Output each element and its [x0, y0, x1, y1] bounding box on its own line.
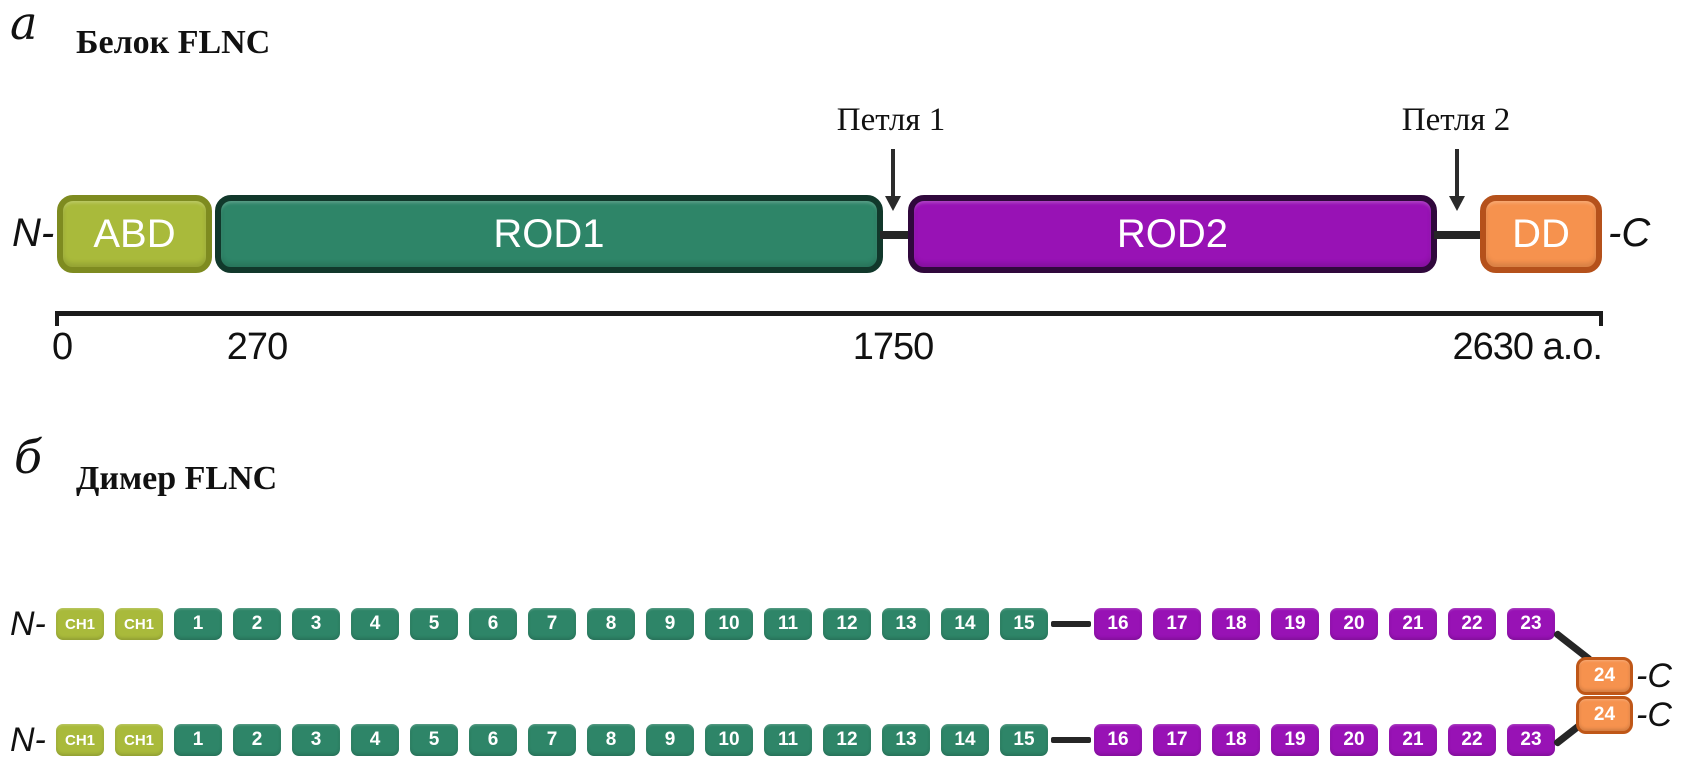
rod1-repeat-box: 2 [230, 605, 284, 643]
dimer-top-c-terminus-label: -C [1636, 657, 1672, 695]
rod1-repeat-box: 15 [997, 721, 1051, 759]
ch1-domain-box: CH1 [112, 605, 166, 643]
rod1-repeat-box: 6 [466, 721, 520, 759]
scale-tick-2630: 2630 а.о. [1452, 326, 1603, 368]
scale-tick-1750: 1750 [852, 326, 935, 368]
hinge1-connector [1051, 621, 1091, 627]
rod1-repeat-box: 12 [820, 605, 874, 643]
rod1-repeat-box: 5 [407, 605, 461, 643]
loop2-label: Петля 2 [1401, 102, 1511, 138]
loop1-arrowhead-icon [885, 196, 901, 211]
scale-bar-right-tick [1599, 311, 1603, 326]
dd-domain-box: DD [1480, 195, 1602, 273]
loop1-label: Петля 1 [836, 102, 946, 138]
rod1-repeat-box: 4 [348, 721, 402, 759]
rod1-repeat-box: 1 [171, 605, 225, 643]
rod1-repeat-box: 12 [820, 721, 874, 759]
rod1-domain-box: ROD1 [215, 195, 883, 273]
rod1-repeat-box: 10 [702, 721, 756, 759]
hinge1-connector [1051, 737, 1091, 743]
rod2-repeat-box: 21 [1386, 721, 1440, 759]
rod2-repeat-box: 20 [1327, 721, 1381, 759]
rod1-repeat-box: 8 [584, 605, 638, 643]
rod1-repeat-box: 9 [643, 721, 697, 759]
abd-domain-label: ABD [93, 211, 176, 256]
abd-domain-box: ABD [57, 195, 212, 273]
rod1-repeat-box: 11 [761, 605, 815, 643]
ch1-domain-box: CH1 [53, 721, 107, 759]
rod1-repeat-box: 3 [289, 605, 343, 643]
rod1-repeat-box: 10 [702, 605, 756, 643]
dimerization-domain-label: 24 [1593, 665, 1616, 686]
panel-a-n-terminus-label: N- [12, 211, 55, 255]
rod2-repeat-box: 19 [1268, 721, 1322, 759]
loop1-arrow [891, 149, 895, 196]
scale-bar [55, 311, 1603, 316]
dimerization-domain-box-top: 24 [1576, 657, 1633, 695]
loop2-arrow [1455, 149, 1459, 196]
panel-a-title: Белок FLNC [76, 24, 271, 61]
scale-bar-left-tick [55, 311, 59, 326]
scale-tick-270: 270 [226, 326, 288, 368]
rod2-repeat-box: 23 [1504, 605, 1558, 643]
rod1-repeat-box: 14 [938, 721, 992, 759]
n-terminus-label: N- [10, 605, 46, 643]
dd-domain-label: DD [1512, 211, 1570, 256]
rod1-repeat-box: 11 [761, 721, 815, 759]
ch1-domain-box: CH1 [112, 721, 166, 759]
rod2-repeat-box: 16 [1091, 721, 1145, 759]
dimerization-domain-label: 24 [1593, 704, 1616, 725]
scale-tick-0: 0 [52, 326, 73, 368]
rod2-repeat-box: 22 [1445, 605, 1499, 643]
rod1-repeat-box: 13 [879, 721, 933, 759]
rod1-repeat-box: 7 [525, 721, 579, 759]
rod1-repeat-box: 8 [584, 721, 638, 759]
dimer-bottom-c-terminus-label: -C [1636, 696, 1672, 734]
rod2-repeat-box: 19 [1268, 605, 1322, 643]
rod2-domain-label: ROD2 [1116, 211, 1229, 256]
panel-a-letter: а [10, 0, 38, 50]
ch1-domain-box: CH1 [53, 605, 107, 643]
hinge2-connector [1434, 231, 1482, 239]
rod2-repeat-box: 18 [1209, 721, 1263, 759]
rod2-repeat-box: 17 [1150, 721, 1204, 759]
rod2-repeat-box: 20 [1327, 605, 1381, 643]
rod2-repeat-box: 17 [1150, 605, 1204, 643]
rod1-repeat-box: 5 [407, 721, 461, 759]
rod2-domain-box: ROD2 [908, 195, 1437, 273]
hinge1-connector [880, 231, 912, 239]
rod1-repeat-box: 3 [289, 721, 343, 759]
rod1-repeat-box: 9 [643, 605, 697, 643]
rod1-repeat-box: 7 [525, 605, 579, 643]
rod1-repeat-box: 2 [230, 721, 284, 759]
panel-b-letter: б [14, 430, 43, 484]
panel-b-title: Димер FLNC [76, 460, 278, 497]
rod1-repeat-box: 13 [879, 605, 933, 643]
dimerization-domain-box-bottom: 24 [1576, 696, 1633, 734]
rod1-domain-label: ROD1 [493, 211, 605, 256]
rod2-repeat-box: 21 [1386, 605, 1440, 643]
rod1-repeat-box: 14 [938, 605, 992, 643]
rod2-repeat-box: 22 [1445, 721, 1499, 759]
rod1-repeat-box: 4 [348, 605, 402, 643]
rod1-repeat-box: 6 [466, 605, 520, 643]
rod2-repeat-box: 16 [1091, 605, 1145, 643]
rod2-repeat-box: 23 [1504, 721, 1558, 759]
rod1-repeat-box: 15 [997, 605, 1051, 643]
n-terminus-label: N- [10, 721, 46, 759]
rod2-repeat-box: 18 [1209, 605, 1263, 643]
panel-a-c-terminus-label: -C [1608, 211, 1651, 255]
loop2-arrowhead-icon [1449, 196, 1465, 211]
rod1-repeat-box: 1 [171, 721, 225, 759]
